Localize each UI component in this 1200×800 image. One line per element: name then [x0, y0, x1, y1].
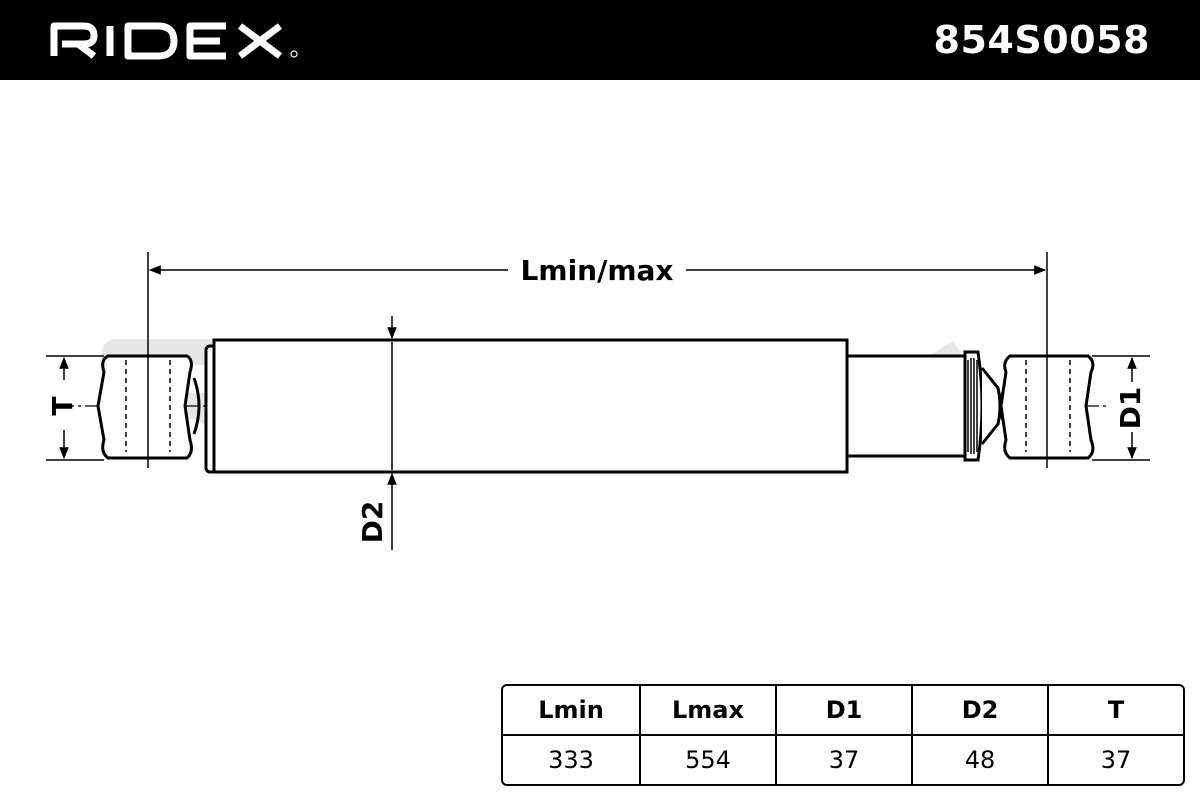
part-number: 854S0058	[933, 18, 1150, 62]
spec-header-d1: D1	[775, 686, 911, 736]
eye-diameter-dimension	[1092, 355, 1150, 461]
eye-width-label: T	[46, 396, 79, 415]
spec-table: Lmin Lmax D1 D2 T 333 554 37 48 37	[501, 684, 1185, 786]
spec-table-header-row: Lmin Lmax D1 D2 T	[503, 686, 1183, 736]
spec-value-t: 37	[1047, 736, 1183, 784]
length-label: Lmin/max	[521, 254, 674, 287]
tube-diameter-label: D2	[356, 501, 389, 544]
eye-width-dimension	[46, 355, 104, 461]
spec-value-lmax: 554	[639, 736, 775, 784]
spec-value-lmin: 333	[548, 746, 594, 774]
spec-value-d2: 48	[911, 736, 1047, 784]
spec-header-lmax: Lmax	[639, 686, 775, 736]
spec-header-t: T	[1047, 686, 1183, 736]
spec-header-d2: D2	[911, 686, 1047, 736]
main-tube	[204, 338, 849, 474]
spec-value-d1: 37	[775, 736, 911, 784]
spec-table-value-row: 333 554 37 48 37	[503, 736, 1183, 784]
eye-diameter-label: D1	[1114, 387, 1147, 430]
shock-absorber-drawing: Lmin/max T D1 D2	[46, 252, 1150, 550]
spec-header-lmin: Lmin	[503, 686, 639, 736]
left-eye-mount	[96, 354, 201, 460]
length-dimension	[147, 252, 1048, 468]
ridex-logo	[50, 22, 298, 60]
piston-rod-cover	[845, 350, 1002, 462]
header-bar: 854S0058	[0, 0, 1200, 80]
